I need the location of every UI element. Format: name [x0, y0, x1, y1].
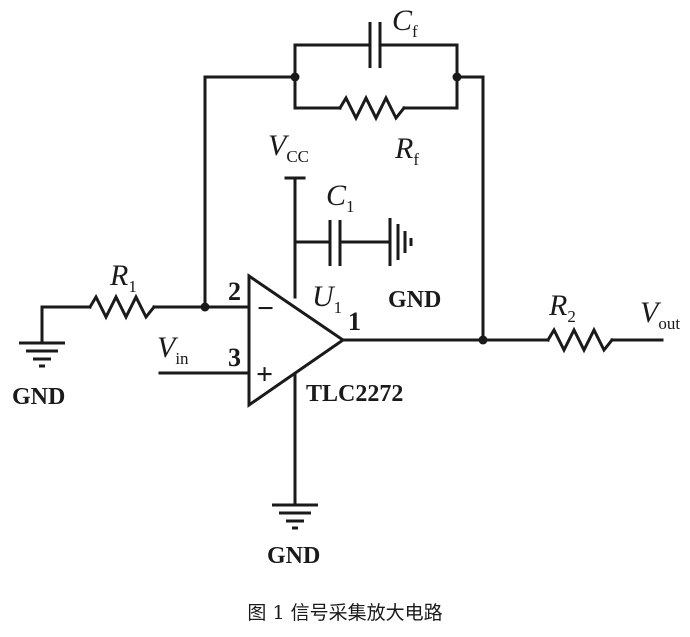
label-chip: TLC2272 — [306, 381, 403, 407]
cf-branch-wire-right — [378, 43, 459, 79]
label-gnd-bottom: GND — [267, 543, 320, 569]
label-c1: C1 — [326, 179, 355, 216]
label-pin-3: 3 — [228, 343, 241, 372]
label-r2: R2 — [548, 289, 576, 326]
resistor-r2 — [545, 326, 615, 354]
rf-branch-wire-right — [402, 75, 459, 110]
non-inverting-sign: + — [256, 358, 273, 391]
label-r1: R1 — [109, 259, 137, 296]
ground-symbol-bottom — [272, 503, 318, 530]
ground-symbol-left — [19, 341, 65, 368]
label-pin-1: 1 — [348, 307, 361, 336]
junction-node — [452, 72, 462, 82]
figure-caption: 图 1 信号采集放大电路 — [247, 602, 443, 624]
label-u1: U1 — [312, 280, 342, 317]
junction-node — [478, 335, 488, 345]
ground-symbol-c1 — [388, 218, 413, 266]
label-vout: Vout — [640, 296, 680, 333]
label-pin-2: 2 — [228, 277, 241, 306]
r1-ground-wire — [40, 305, 92, 345]
junction-node — [290, 72, 300, 82]
label-rf: Rf — [394, 132, 419, 169]
feedback-wire-right — [455, 75, 485, 342]
feedback-wire-left — [203, 75, 297, 309]
cf-branch-wire — [293, 43, 372, 79]
label-vin: Vin — [157, 331, 189, 368]
label-cf: Cf — [392, 4, 418, 41]
inverting-sign: − — [257, 292, 274, 325]
rf-branch-wire — [293, 75, 342, 110]
resistor-r1 — [87, 293, 157, 321]
resistor-rf — [337, 94, 407, 122]
capacitor-cf — [368, 22, 382, 68]
label-gnd-left: GND — [12, 384, 65, 410]
label-gnd-c1: GND — [388, 287, 441, 313]
junction-node — [200, 302, 210, 312]
label-vcc: VCC — [268, 129, 309, 166]
